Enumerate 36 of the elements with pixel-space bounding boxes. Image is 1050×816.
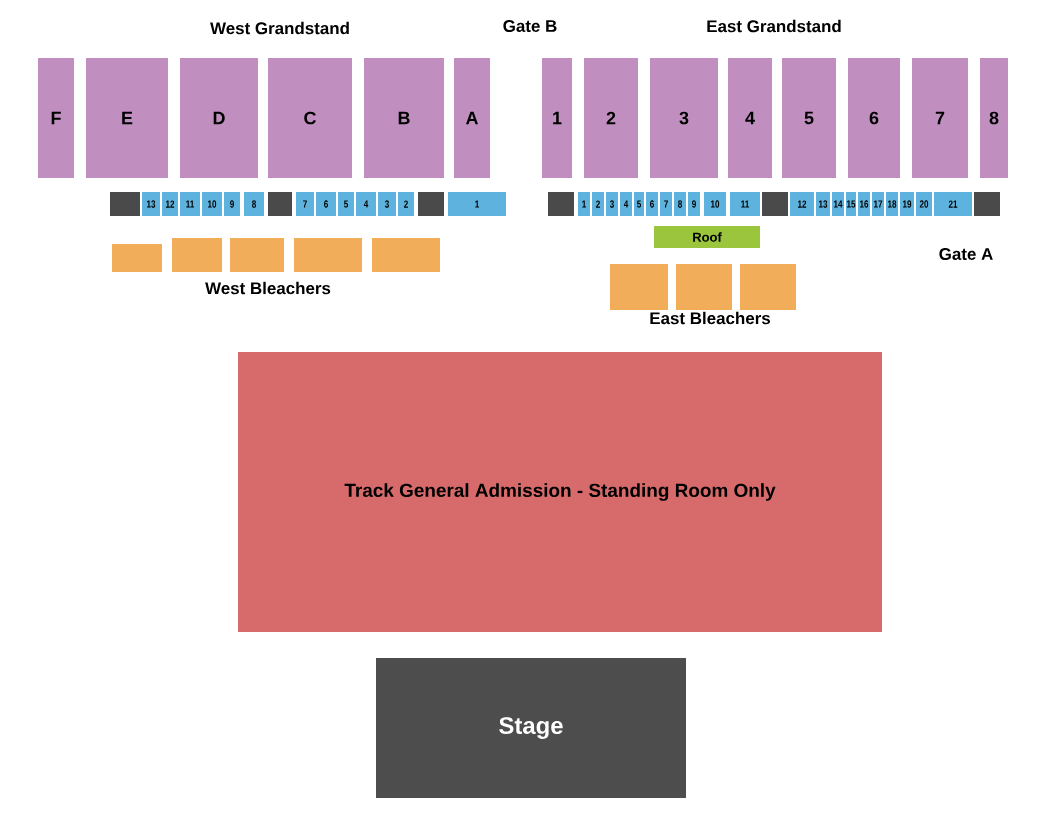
seating-section: B — [364, 58, 444, 178]
seating-section: 8 — [980, 58, 1008, 178]
track-area: Track General Admission - Standing Room Only — [238, 352, 882, 632]
aisle-block — [974, 192, 1000, 216]
aisle-block — [110, 192, 140, 216]
seating-section: 5 — [782, 58, 836, 178]
seating-section: 7 — [912, 58, 968, 178]
gate-label: Gate B — [503, 20, 557, 32]
bleacher-section — [230, 238, 284, 272]
aisle-block — [418, 192, 444, 216]
seating-section: 2 — [584, 58, 638, 178]
seating-section: D — [180, 58, 258, 178]
aisle-block — [762, 192, 788, 216]
seating-section: 6 — [848, 58, 900, 178]
bleacher-section — [172, 238, 222, 272]
seating-section: 3 — [650, 58, 718, 178]
aisle-block — [268, 192, 292, 216]
seating-section: F — [38, 58, 74, 178]
seating-section: 4 — [728, 58, 772, 178]
gate-label: Gate A — [939, 248, 993, 260]
seating-section: C — [268, 58, 352, 178]
seating-section: E — [86, 58, 168, 178]
section-heading: East Bleachers — [650, 311, 770, 325]
bleacher-section — [740, 264, 796, 310]
seating-section: A — [454, 58, 490, 178]
section-heading: East Grandstand — [707, 19, 841, 33]
bleacher-section — [112, 244, 162, 272]
section-heading: West Bleachers — [205, 281, 331, 295]
bleacher-section — [372, 238, 440, 272]
stage: Stage — [376, 658, 686, 798]
bleacher-section — [294, 238, 362, 272]
bleacher-section — [610, 264, 668, 310]
section-heading: West Grandstand — [210, 21, 349, 35]
bleacher-section — [676, 264, 732, 310]
aisle-block — [548, 192, 574, 216]
seating-section: 1 — [542, 58, 572, 178]
